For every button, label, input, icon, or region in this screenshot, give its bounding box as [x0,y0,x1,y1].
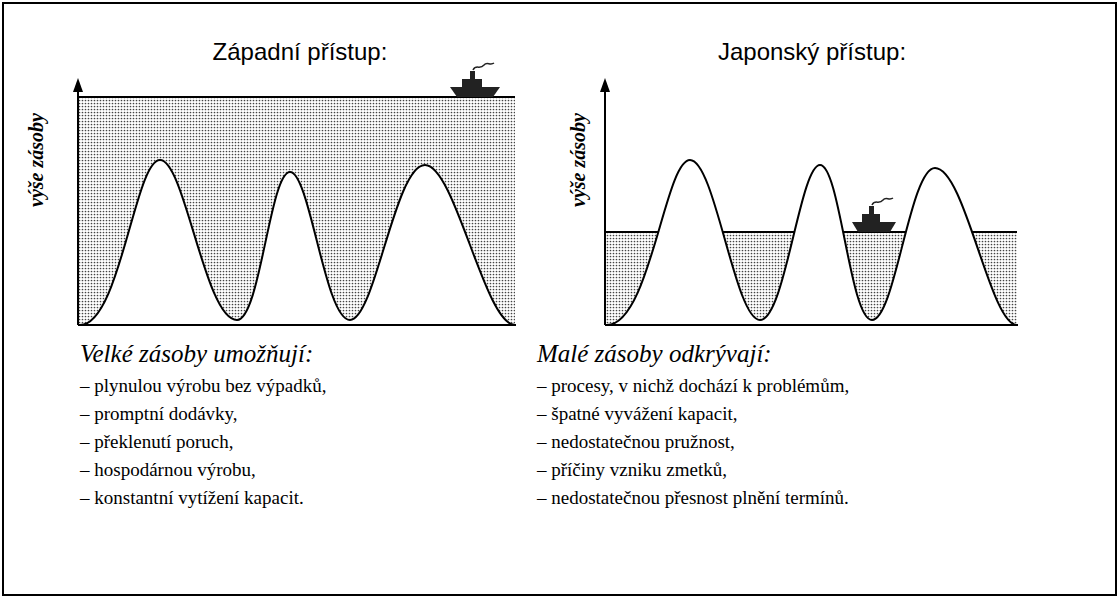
list-item: – procesy, v nichž dochází k problémům, [537,375,849,397]
list-item: – příčiny vzniku zmetků, [537,459,727,481]
ship-icon [450,63,500,97]
list-item: – nedostatečnou přesnost plnění termínů. [537,487,849,509]
panel-title: Japonský přístup: [718,38,906,66]
list-item: – konstantní vytížení kapacit. [80,487,304,509]
axis-arrow [600,78,610,92]
list-heading: Malé zásoby odkrývají: [537,340,772,369]
panel-title: Západní přístup: [213,38,388,66]
x-axis [605,324,1018,326]
axis-label: výše zásoby [25,113,48,207]
stock-level-line [78,96,515,98]
axis-label: výše zásoby [567,113,590,207]
y-axis [604,88,606,325]
list-item: – nedostatečnou pružnost, [537,431,735,453]
list-item: – promptní dodávky, [80,403,238,425]
x-axis [78,324,516,326]
problem-peaks [80,160,515,325]
stock-area [78,97,515,325]
outer-frame [3,3,1116,595]
ship-icon [852,198,896,232]
list-item: – plynulou výrobu bez výpadků, [80,375,326,397]
list-heading: Velké zásoby umožňují: [80,340,313,369]
list-item: – překlenutí poruch, [80,431,234,453]
list-item: – hospodárnou výrobu, [80,459,256,481]
y-axis [77,88,79,325]
problem-peaks [607,160,1017,325]
list-item: – špatné vyvážení kapacit, [537,403,737,425]
axis-arrow [73,78,83,92]
